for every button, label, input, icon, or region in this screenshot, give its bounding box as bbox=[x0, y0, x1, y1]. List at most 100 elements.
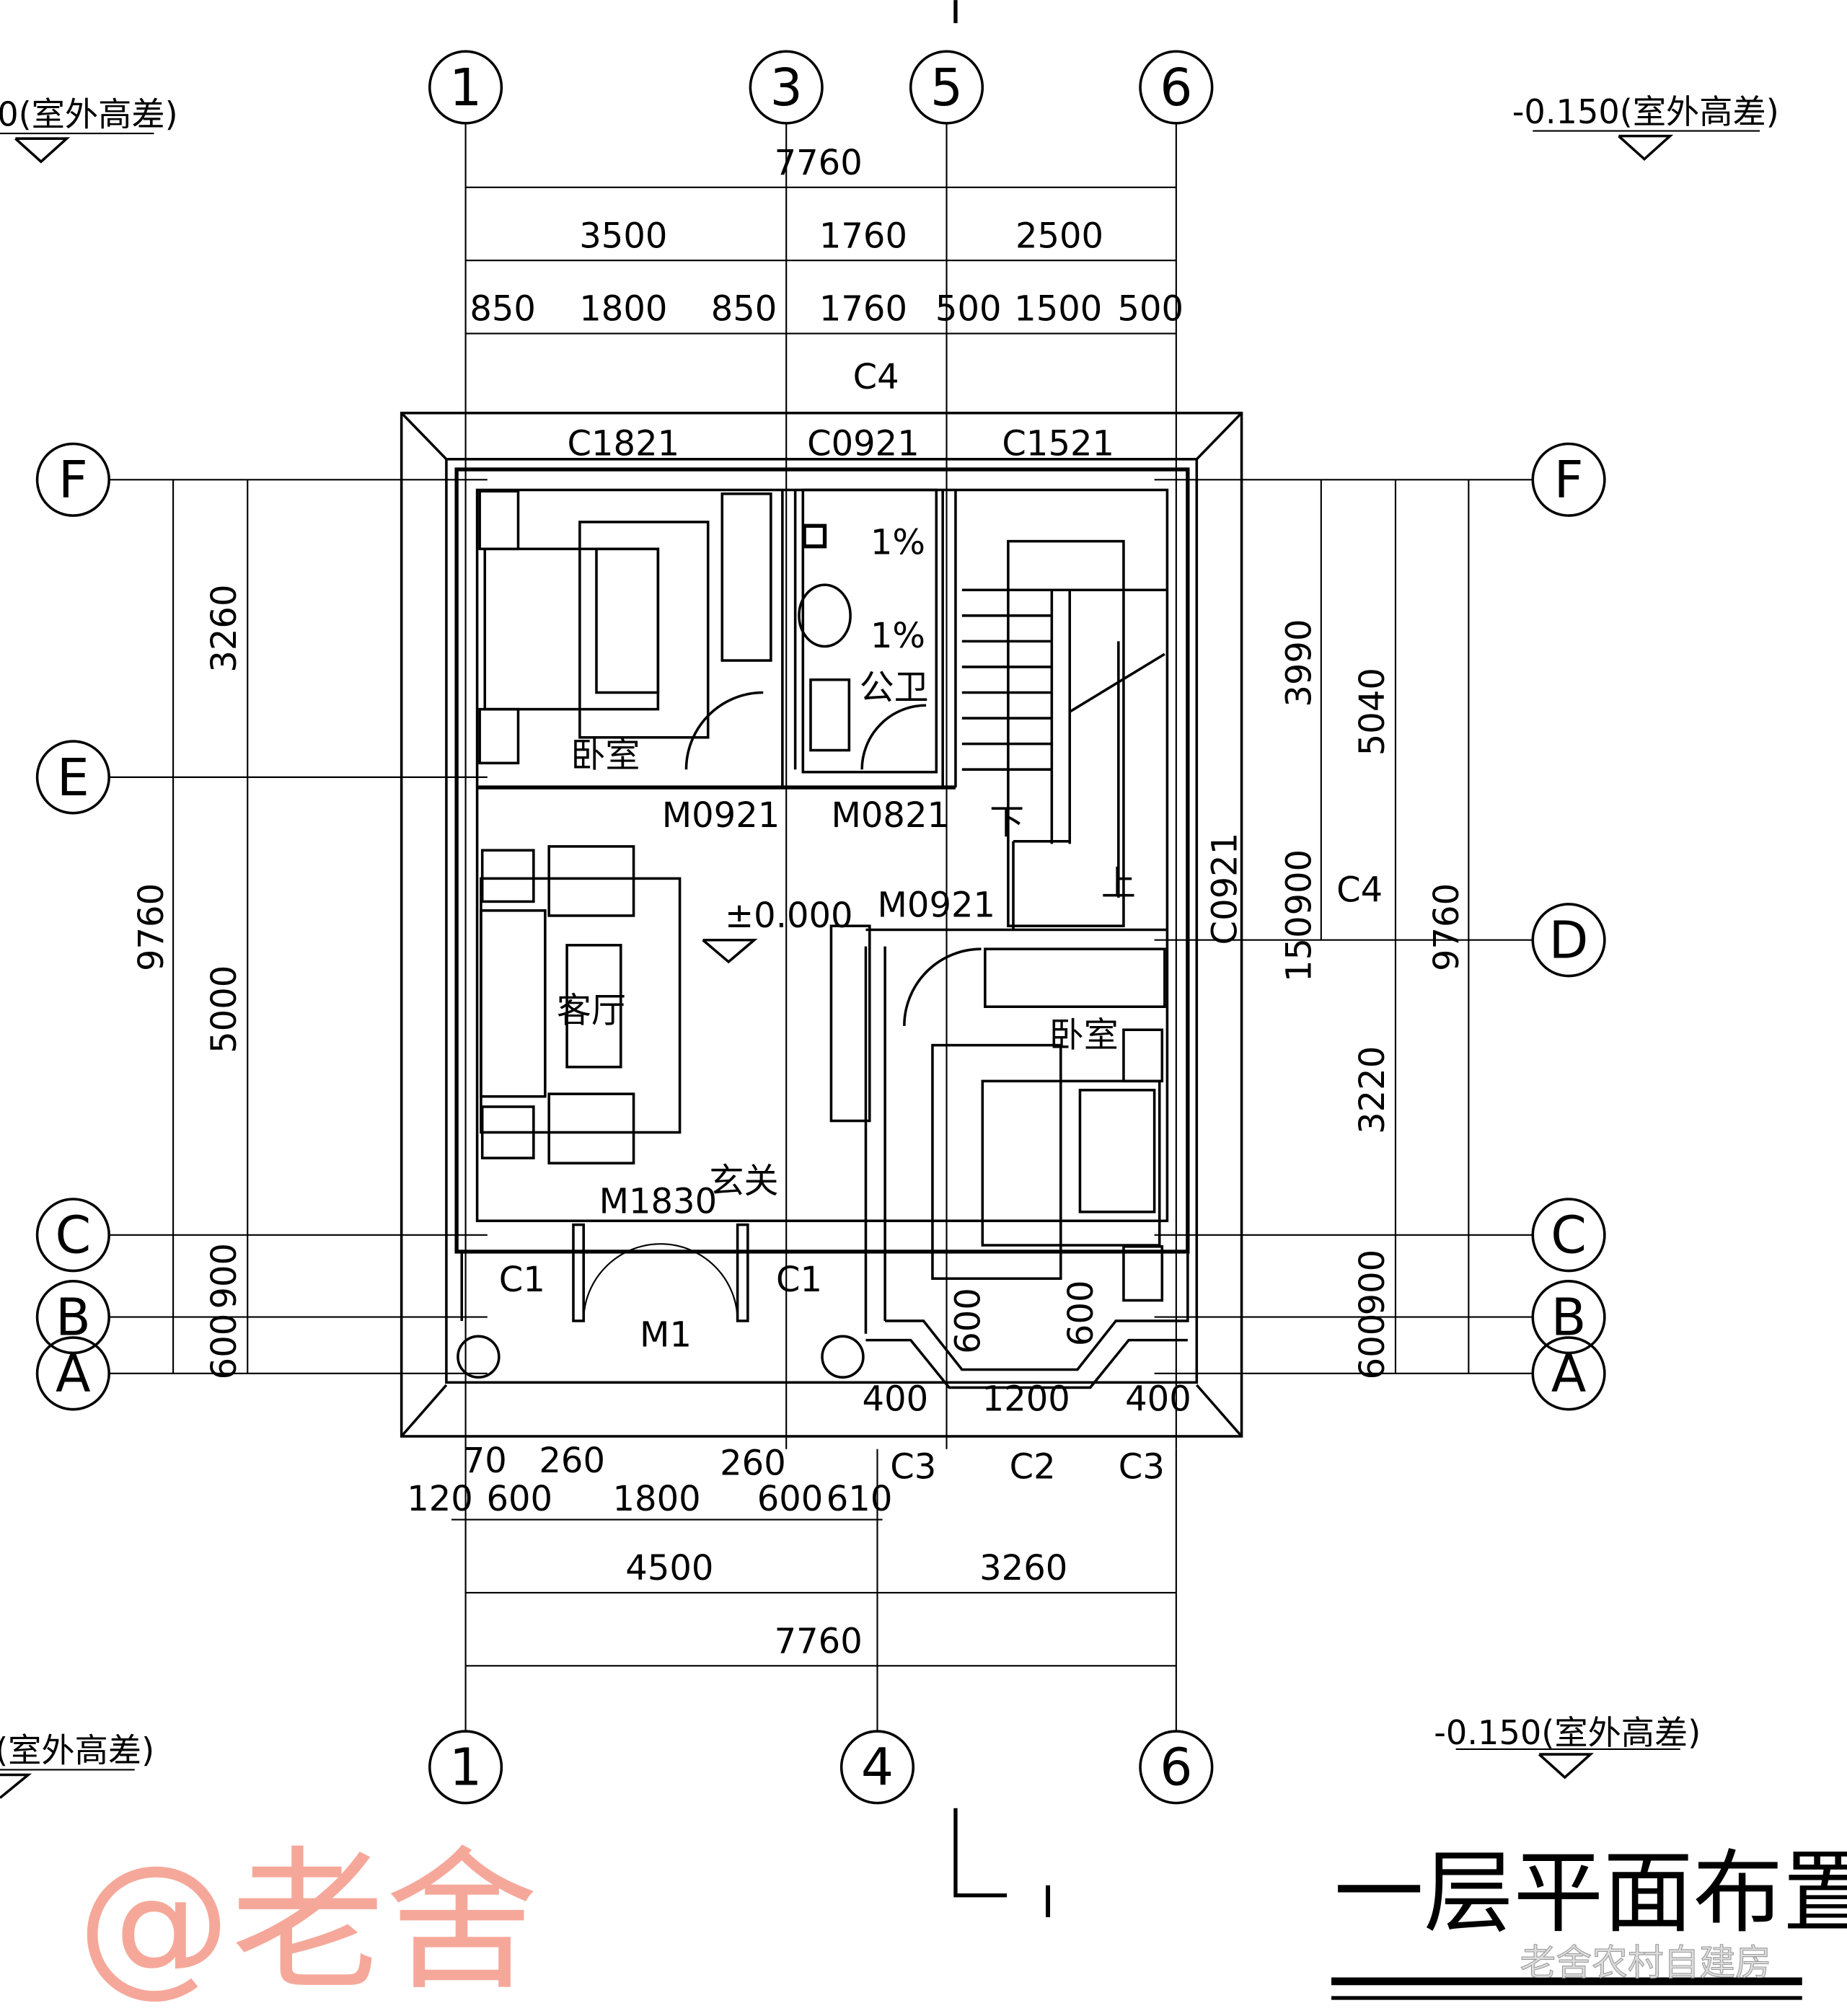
axis-bottom-6: 6 bbox=[1139, 1730, 1214, 1805]
opening-label: M0921 bbox=[877, 885, 995, 926]
opening-label: C3 bbox=[1119, 1447, 1165, 1487]
dim-right: 3220 bbox=[1352, 1046, 1393, 1134]
axis-left-F: F bbox=[35, 442, 110, 517]
axis-label: 6 bbox=[1160, 58, 1192, 118]
axis-label: 4 bbox=[861, 1738, 894, 1798]
dim-bottom-detail: 600 bbox=[757, 1479, 824, 1519]
axis-label: C bbox=[56, 1206, 92, 1265]
opening-label: C1 bbox=[776, 1260, 822, 1300]
dim-top-detail: 850 bbox=[470, 289, 536, 330]
dim-bottom-detail: 1800 bbox=[612, 1479, 700, 1519]
axis-label: 1 bbox=[449, 1738, 482, 1798]
dim-bay: 1200 bbox=[982, 1379, 1070, 1419]
dim-left: 3260 bbox=[204, 584, 244, 672]
annotation: 下 bbox=[989, 802, 1024, 842]
dim-top-detail: 1760 bbox=[819, 289, 907, 330]
dim-top-detail: 1800 bbox=[579, 289, 667, 330]
dim-bottom-detail: 610 bbox=[826, 1479, 893, 1519]
dim-left: 9760 bbox=[131, 883, 172, 971]
annotation: 1% bbox=[870, 522, 925, 562]
dim-right: 9760 bbox=[1427, 883, 1467, 971]
room-label: 卧室 bbox=[570, 735, 640, 776]
watermark-center: @老舍 bbox=[77, 1833, 539, 2012]
axis-left-E: E bbox=[35, 740, 110, 815]
axis-left-B: B bbox=[35, 1280, 110, 1355]
axis-top-1: 1 bbox=[428, 50, 503, 125]
axis-label: 6 bbox=[1160, 1738, 1192, 1798]
axis-label: A bbox=[56, 1344, 91, 1404]
room-label: 卧室 bbox=[1049, 1014, 1119, 1055]
dim-bottom: 3260 bbox=[979, 1548, 1067, 1588]
plan-linework bbox=[0, 0, 1802, 2000]
dim-top-total: 7760 bbox=[775, 143, 863, 183]
dim-bay: 400 bbox=[863, 1379, 929, 1419]
opening-label: C3 bbox=[890, 1447, 936, 1487]
annotation: 1% bbox=[870, 616, 925, 656]
section-mark: I bbox=[1041, 1878, 1054, 1928]
dim-top-detail: 850 bbox=[711, 289, 777, 330]
axis-right-A: A bbox=[1531, 1336, 1606, 1411]
room-label: 客厅 bbox=[557, 991, 626, 1031]
elevation-note: 50(室外高差) bbox=[0, 94, 178, 133]
axis-right-B: B bbox=[1531, 1280, 1606, 1355]
axis-label: 5 bbox=[930, 58, 963, 118]
axis-top-3: 3 bbox=[749, 50, 824, 125]
dim-right: 600 bbox=[1352, 1314, 1393, 1380]
axis-label: F bbox=[1554, 450, 1584, 510]
axis-label: C bbox=[1551, 1206, 1587, 1265]
dim-right: 3990 bbox=[1279, 619, 1320, 707]
dim-bottom-detail: 120 bbox=[407, 1479, 473, 1519]
opening-label: M0821 bbox=[831, 795, 949, 836]
dim-bottom-detail: 260 bbox=[720, 1443, 786, 1483]
axis-label: F bbox=[58, 450, 88, 510]
dim-bottom-detail: 260 bbox=[539, 1441, 605, 1481]
dim-left: 5000 bbox=[204, 965, 244, 1053]
room-label: 公卫 bbox=[860, 667, 929, 707]
annotation: 上 bbox=[1101, 863, 1136, 903]
opening-label: C1521 bbox=[1002, 423, 1114, 464]
dim-right: 5040 bbox=[1352, 668, 1393, 756]
axis-left-C: C bbox=[35, 1198, 110, 1273]
opening-label: C0921 bbox=[1204, 833, 1245, 945]
dim-top: 2500 bbox=[1015, 216, 1103, 256]
watermark-corner: 老舍农村自建房 bbox=[1520, 1942, 1771, 1984]
opening-label: M0921 bbox=[662, 795, 780, 836]
dim-bottom-total: 7760 bbox=[775, 1622, 863, 1662]
axis-right-C: C bbox=[1531, 1198, 1606, 1273]
annotation: ±0.000 bbox=[725, 896, 853, 936]
opening-label: C2 bbox=[1010, 1447, 1056, 1487]
opening-label: C1 bbox=[499, 1260, 545, 1300]
opening-label: C4 bbox=[1336, 870, 1383, 910]
dim-left: 900 bbox=[204, 1243, 244, 1309]
axis-bottom-4: 4 bbox=[839, 1730, 915, 1805]
plan-labels: 7760 3500 1760 2500 850 1800 850 1760 500 1500 500… bbox=[0, 92, 1779, 1770]
axis-top-5: 5 bbox=[909, 50, 984, 125]
dim-right: 900 bbox=[1279, 849, 1320, 916]
opening-label: C0921 bbox=[807, 423, 920, 464]
dim-right: 150 bbox=[1279, 916, 1320, 982]
axis-label: D bbox=[1549, 911, 1589, 971]
dim-bay: 400 bbox=[1125, 1379, 1191, 1419]
elevation-note: -0.150(室外高差) bbox=[1512, 92, 1779, 131]
opening-label: 600 bbox=[1061, 1280, 1101, 1346]
dim-top-detail: 1500 bbox=[1014, 289, 1102, 330]
dim-top: 3500 bbox=[579, 216, 667, 256]
axis-right-D: D bbox=[1531, 903, 1606, 978]
opening-label: C1821 bbox=[568, 423, 680, 464]
dim-bottom-detail: 70 bbox=[463, 1441, 507, 1481]
dim-bottom: 4500 bbox=[625, 1548, 713, 1588]
axis-label: A bbox=[1551, 1344, 1587, 1404]
elevation-note: -0.150(室外高差) bbox=[1434, 1713, 1701, 1752]
dim-top: 1760 bbox=[819, 216, 907, 256]
axis-label: 1 bbox=[449, 58, 482, 118]
dim-top-detail: 500 bbox=[1117, 289, 1183, 330]
drawing-title: 一层平面布置图 bbox=[1334, 1841, 1847, 1945]
axis-label: 3 bbox=[770, 58, 803, 118]
elevation-note: 0(室外高差) bbox=[0, 1731, 154, 1770]
axis-right-F: F bbox=[1531, 442, 1606, 517]
axis-top-6: 6 bbox=[1139, 50, 1214, 125]
opening-label: M1 bbox=[640, 1315, 692, 1356]
axis-left-A: A bbox=[35, 1336, 110, 1411]
